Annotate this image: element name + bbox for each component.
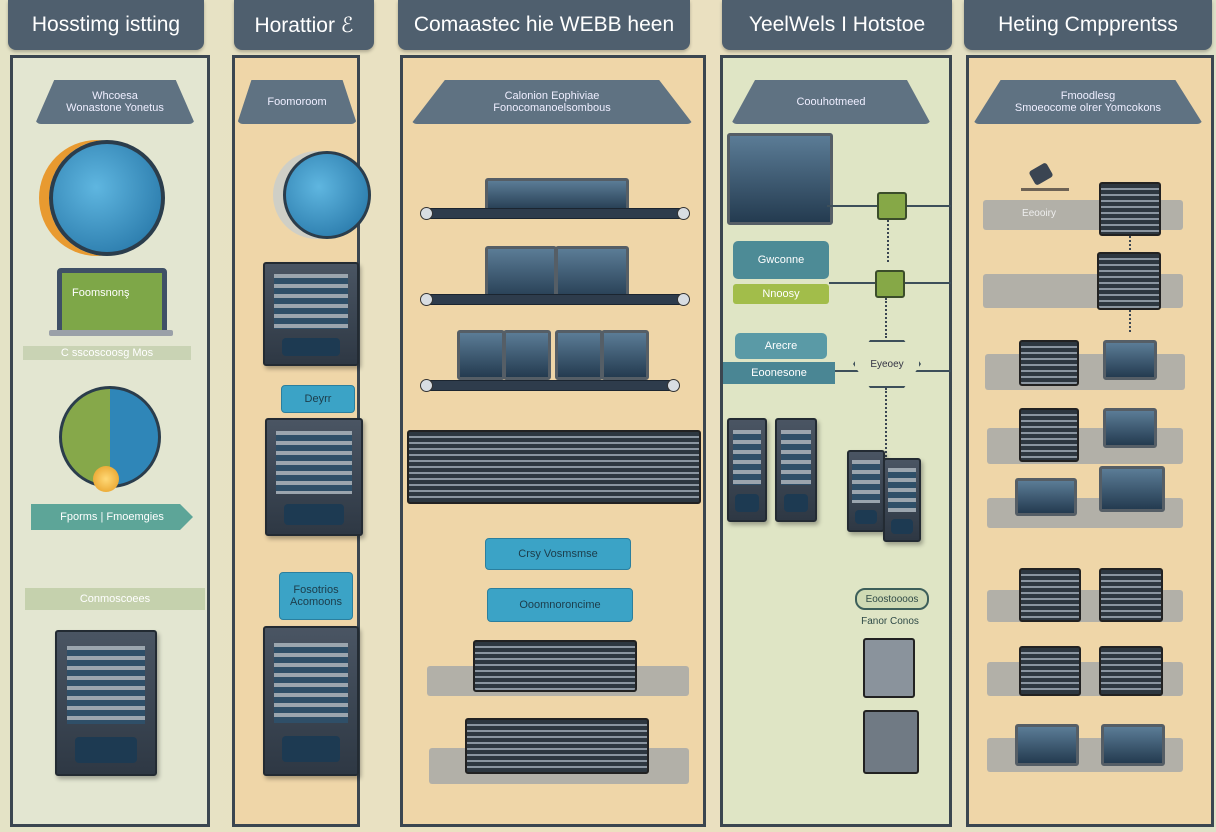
- ooomnoroncime-button[interactable]: Ooomnoroncime: [487, 588, 633, 622]
- column-subheader: Foomoroom: [237, 80, 357, 124]
- server-tower-icon: [263, 626, 359, 776]
- globe-icon: [49, 140, 165, 256]
- server-tower-icon: [263, 262, 359, 366]
- server-block-icon: [863, 638, 915, 698]
- laptop-screen-text: Foomsnonş: [72, 287, 130, 299]
- subheader-line: Calonion Eophiviae: [504, 90, 600, 102]
- server-rack-icon: [1019, 646, 1081, 696]
- column-subheader: Fmoodlesg Smoeocome olrer Yomcokons: [973, 80, 1203, 124]
- rack-unit-icon: [503, 330, 551, 380]
- rack-rail: [420, 207, 690, 220]
- subheader-line: Whcoesa: [92, 90, 138, 102]
- server-tower-icon: [847, 450, 885, 532]
- globe-icon: [283, 151, 371, 239]
- subheader-line: Wonastone Yonetus: [66, 102, 164, 114]
- column-hosting: Whcoesa Wonastone Yonetus Foomsnonş C ss…: [10, 55, 210, 827]
- crsy-button[interactable]: Crsy Vosmsmse: [485, 538, 631, 570]
- section-label: Conmoscoees: [25, 588, 205, 610]
- rack-rail: [420, 293, 690, 306]
- server-rack-icon: [1019, 408, 1079, 462]
- server-row-icon: [407, 430, 701, 504]
- subheader-line: Smoeocome olrer Yomcokons: [1014, 102, 1162, 114]
- server-tower-icon: [727, 418, 767, 522]
- column-header-compare-web: Comaastec hie WEBB heen: [398, 0, 690, 50]
- server-row-icon: [473, 640, 637, 692]
- rack-unit-icon: [457, 330, 505, 380]
- arrow-label: Fporms | Fmoemgies: [31, 504, 193, 530]
- monitor-icon: [1103, 340, 1157, 380]
- monitor-icon: [1101, 724, 1165, 766]
- monitor-icon: [1099, 466, 1165, 512]
- coin-icon: [93, 466, 119, 492]
- server-tower-icon: [265, 418, 363, 536]
- monitor-icon: [727, 133, 833, 225]
- stand-icon: [1021, 188, 1069, 191]
- column-subheader: Whcoesa Wonastone Yonetus: [35, 80, 195, 124]
- column-subheader: Coouhotmeed: [731, 80, 931, 124]
- camera-icon: [1028, 162, 1054, 186]
- column-web-hosting: Coouhotmeed Gwconne Nnoosy Arecre Eoones…: [720, 55, 952, 827]
- dotted-connector: [885, 388, 887, 460]
- eyeoey-hexagon: Eyeoey: [853, 340, 921, 388]
- server-tower-icon: [775, 418, 817, 522]
- server-rack-icon: [1019, 340, 1079, 386]
- server-rack-icon: [1099, 182, 1161, 236]
- eeooiry-label: Eeooiry: [1022, 207, 1056, 219]
- subheader-line: Fonocomanoelsombous: [493, 102, 611, 114]
- server-tower-icon: [55, 630, 157, 776]
- gwconne-label: Gwconne: [733, 241, 829, 279]
- fanor-conos-caption: Fanor Conos: [861, 615, 919, 627]
- server-rack-icon: [1097, 252, 1161, 310]
- monitor-icon: [1015, 724, 1079, 766]
- server-rack-icon: [1099, 646, 1163, 696]
- eoonesone-label: Eoonesone: [723, 362, 835, 384]
- functions-button[interactable]: Fosotrios Acomoons: [279, 572, 353, 620]
- laptop-caption: C sscoscoosg Mos: [23, 346, 191, 360]
- server-rack-icon: [1019, 568, 1081, 622]
- rack-unit-icon: [555, 330, 603, 380]
- monitor-icon: [1015, 478, 1077, 516]
- deyrr-button[interactable]: Deyrr: [281, 385, 355, 413]
- column-compare-web: Calonion Eophiviae Fonocomanoelsombous C…: [400, 55, 706, 827]
- column-header-web-hosting: YeelWels I Hotstoe: [722, 0, 952, 50]
- laptop-icon: Foomsnonş: [57, 268, 167, 336]
- column-subheader: Calonion Eophiviae Fonocomanoelsombous: [411, 80, 693, 124]
- dotted-connector: [887, 220, 889, 262]
- server-rack-icon: [1099, 568, 1163, 622]
- column-header-hosting: Hosstimg istting: [8, 0, 204, 50]
- dotted-connector: [885, 298, 887, 338]
- node-icon: [875, 270, 905, 298]
- column-header-horattior: Horattior ℰ: [234, 0, 374, 50]
- subheader-line: Fmoodlesg: [1060, 90, 1116, 102]
- subheader-line: Coouhotmeed: [796, 96, 866, 108]
- nnoosy-label: Nnoosy: [733, 284, 829, 304]
- laptop-base: [49, 330, 173, 336]
- arecre-label: Arecre: [735, 333, 827, 359]
- server-block-icon: [863, 710, 919, 774]
- column-header-hosting-components: Heting Cmpprentss: [964, 0, 1212, 50]
- server-tower-icon: [883, 458, 921, 542]
- column-horattior: Foomoroom Deyrr Fosotrios Acomoons: [232, 55, 371, 827]
- dotted-connector: [1129, 236, 1131, 250]
- node-icon: [877, 192, 907, 220]
- column-hosting-components: Fmoodlesg Smoeocome olrer Yomcokons Eeoo…: [966, 55, 1214, 827]
- rack-rail: [420, 379, 680, 392]
- rack-unit-icon: [601, 330, 649, 380]
- server-row-icon: [465, 718, 649, 774]
- dotted-connector: [1129, 310, 1131, 332]
- subheader-line: Foomoroom: [267, 96, 327, 108]
- eoostoooos-pill: Eoostoooos: [855, 588, 929, 610]
- monitor-icon: [1103, 408, 1157, 448]
